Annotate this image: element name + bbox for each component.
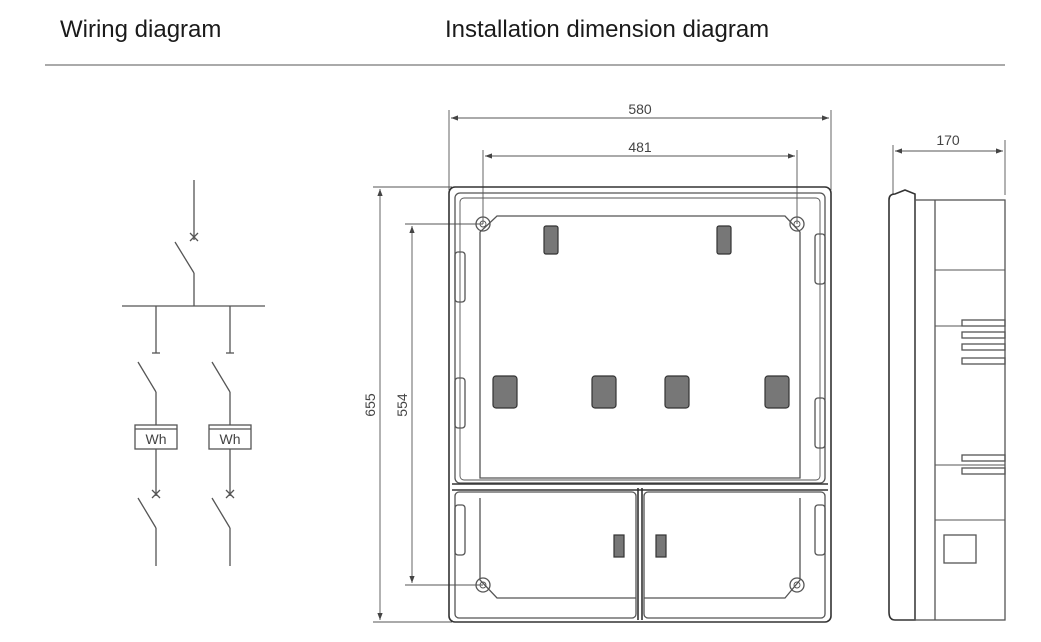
- mounting-hole-icon: [789, 216, 805, 232]
- enclosure-front-view: [448, 186, 832, 623]
- installation-diagram-heading: Installation dimension diagram: [445, 16, 770, 43]
- mounting-hole-icon: [475, 216, 491, 232]
- branch-1: [134, 306, 178, 566]
- dimension-hole-width: 481: [628, 139, 652, 155]
- meter-label: Wh: [146, 431, 167, 447]
- dimension-overall-width: 580: [628, 101, 652, 117]
- branch-2: [208, 306, 252, 566]
- wiring-diagram-heading: Wiring diagram: [60, 16, 222, 43]
- enclosure-side-view: [888, 189, 1006, 621]
- breaker-x-icon: [189, 232, 199, 242]
- dimension-depth: 170: [936, 132, 960, 148]
- mounting-hole-icon: [789, 577, 805, 593]
- meter-label: Wh: [220, 431, 241, 447]
- dimension-hole-height: 554: [394, 393, 410, 417]
- dimension-overall-height: 655: [362, 393, 378, 417]
- mounting-hole-icon: [475, 577, 491, 593]
- wiring-diagram: [122, 180, 265, 566]
- dimension-lines: [373, 110, 1006, 623]
